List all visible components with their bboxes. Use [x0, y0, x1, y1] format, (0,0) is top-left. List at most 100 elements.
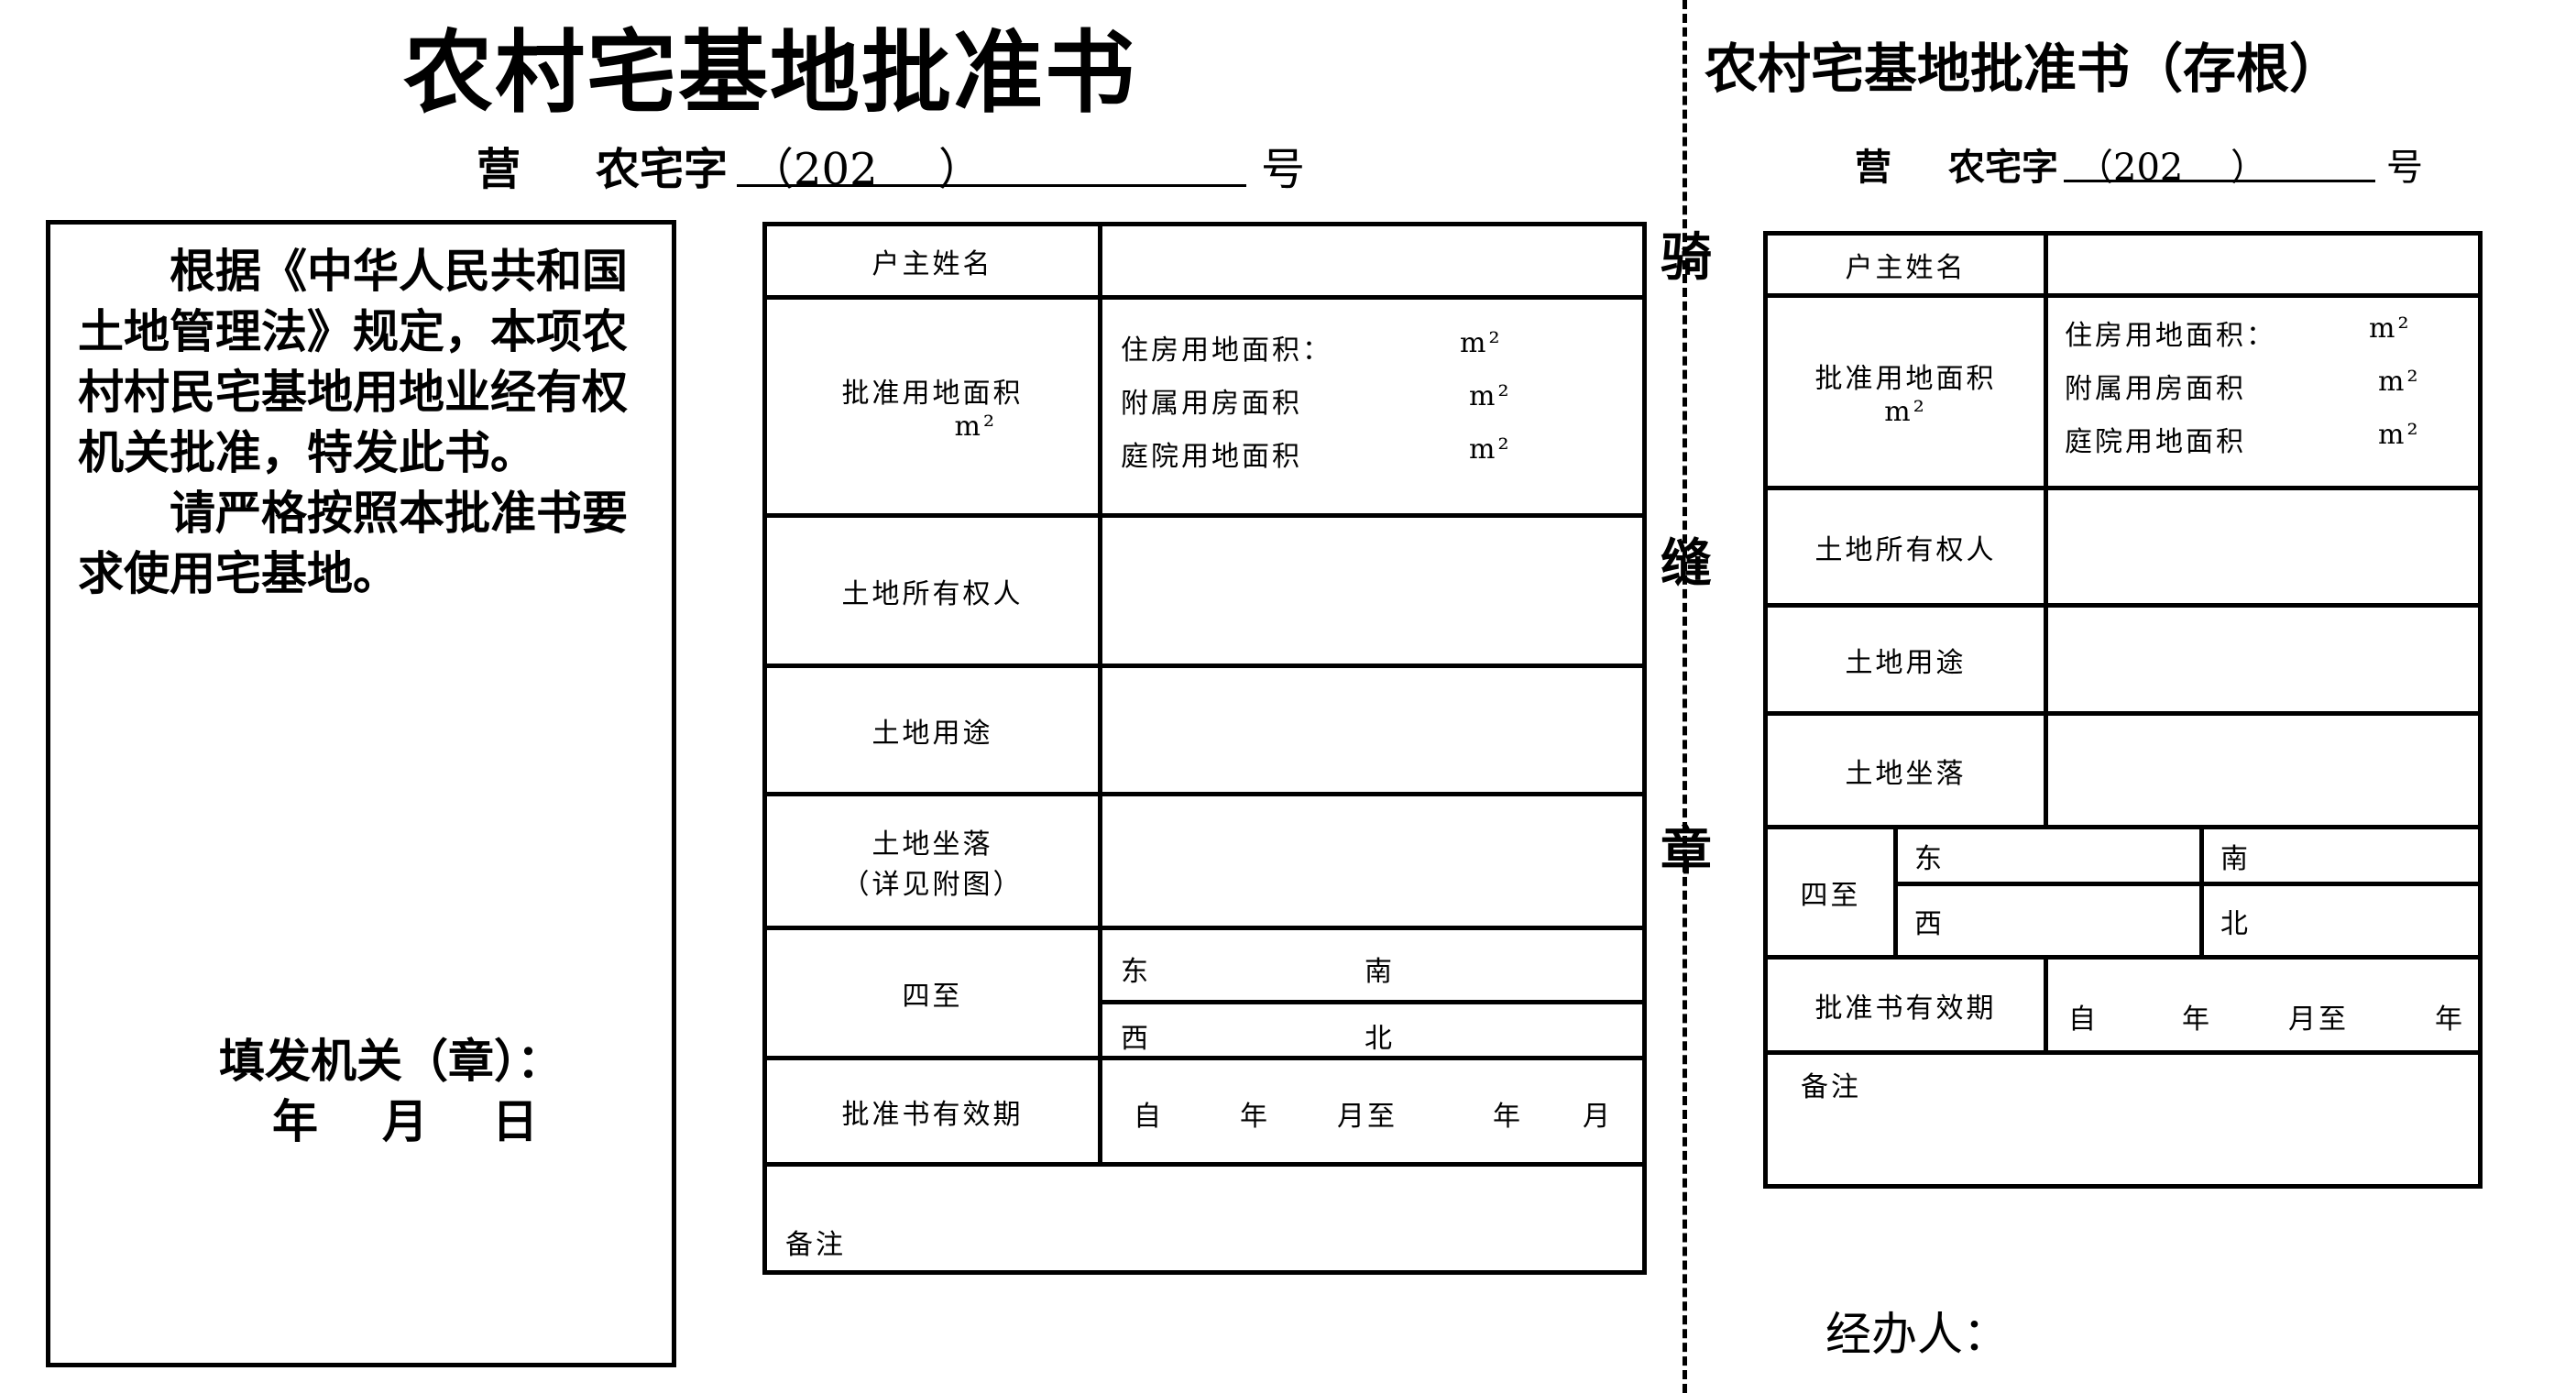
- validity-year-1: 年: [1240, 1100, 1270, 1133]
- stub-number-suffix: 号: [2386, 147, 2423, 189]
- auxiliary-area-unit: m²: [1469, 379, 1512, 412]
- land-use-field[interactable]: [1098, 664, 1647, 796]
- stub-west-label: 西: [1914, 907, 1945, 940]
- table-row: 批准用地面积 m² 住房用地面积： m² 附属用房面积 m² 庭院用地面积 m²: [1763, 293, 2483, 490]
- land-location-text: 土地坐落: [871, 828, 993, 861]
- validity-month-to: 月至: [1337, 1100, 1398, 1133]
- table-row: 四至 东 南 西 北: [762, 926, 1647, 1060]
- stub-south-label: 南: [2220, 842, 2251, 875]
- stub-east-field[interactable]: 东: [1893, 825, 2204, 886]
- stub-auxiliary-area-label: 附属用房面积: [2065, 372, 2246, 405]
- land-owner-label: 土地所有权人: [762, 513, 1102, 668]
- perforation-line: [1683, 0, 1687, 1393]
- land-owner-field[interactable]: [1098, 513, 1647, 668]
- stub-auxiliary-area-unit: m²: [2378, 365, 2421, 398]
- owner-name-field[interactable]: [1098, 222, 1647, 300]
- issue-year: 年: [272, 1094, 318, 1148]
- handler-label: 经办人：: [1825, 1308, 2009, 1361]
- boundaries-label: 四至: [762, 926, 1102, 1060]
- stub-land-owner-label: 土地所有权人: [1763, 486, 2048, 608]
- see-attached-text: （详见附图）: [841, 868, 1024, 901]
- stub-title: 农村宅基地批准书（存根）: [1705, 38, 2343, 100]
- main-number-year: （202: [750, 144, 878, 195]
- main-number-suffix: 号: [1261, 144, 1306, 195]
- validity-field[interactable]: 自 年 月至 年 月: [1098, 1056, 1647, 1167]
- stub-remarks-label: 备注: [1801, 1071, 1861, 1103]
- land-location-field[interactable]: [1098, 792, 1647, 930]
- stub-number-blank[interactable]: （202 ）: [2064, 137, 2375, 189]
- stub-validity-from: 自: [2068, 1003, 2099, 1036]
- stub-south-field[interactable]: 南: [2199, 825, 2483, 886]
- stub-approved-area-unit: m²: [1884, 396, 1927, 428]
- table-row: 土地用途: [1763, 603, 2483, 716]
- approved-area-text: 批准用地面积: [841, 378, 1024, 410]
- stub-west-field[interactable]: 西: [1893, 882, 2204, 960]
- west-label: 西: [1121, 1023, 1151, 1055]
- main-number-prefix: 营: [477, 144, 521, 195]
- yard-area-label: 庭院用地面积: [1121, 440, 1302, 473]
- main-title: 农村宅基地批准书: [403, 20, 1137, 126]
- stub-validity-year-1: 年: [2182, 1003, 2212, 1036]
- stub-validity-month-to: 月至: [2288, 1003, 2349, 1036]
- remarks-field[interactable]: 备注: [762, 1162, 1647, 1275]
- south-label: 南: [1365, 956, 1395, 988]
- stub-number-close: ）: [2231, 147, 2267, 189]
- table-row: 土地所有权人: [762, 513, 1647, 668]
- validity-year-2: 年: [1493, 1100, 1523, 1133]
- table-row: 批准书有效期 自 年 月至 年: [1763, 955, 2483, 1055]
- issuer-label: 填发机关（章）：: [219, 1034, 563, 1088]
- stub-approved-area-field[interactable]: 住房用地面积： m² 附属用房面积 m² 庭院用地面积 m²: [2044, 293, 2483, 490]
- table-row: 备注: [762, 1162, 1647, 1275]
- stub-validity-year-2: 年: [2435, 1003, 2465, 1036]
- boundaries-field[interactable]: 东 南 西 北: [1098, 926, 1647, 1060]
- stub-north-label: 北: [2220, 907, 2251, 940]
- remarks-label: 备注: [785, 1228, 846, 1261]
- table-row: 备注: [1763, 1050, 2483, 1189]
- stub-owner-name-field[interactable]: [2044, 231, 2483, 298]
- stub-housing-area-unit: m²: [2369, 312, 2412, 345]
- stub-land-owner-field[interactable]: [2044, 486, 2483, 608]
- issue-day: 日: [492, 1094, 538, 1148]
- north-label: 北: [1365, 1023, 1395, 1055]
- auxiliary-area-label: 附属用房面积: [1121, 387, 1302, 420]
- owner-name-label: 户主姓名: [762, 222, 1102, 300]
- stub-number-line: 营 农宅字 （202 ） 号: [1855, 137, 2423, 189]
- main-number-blank[interactable]: （202 ）: [737, 133, 1246, 195]
- stub-housing-area-label: 住房用地面积：: [2065, 319, 2276, 352]
- legal-paragraph-2: 请严格按照本批准书要求使用宅基地。: [78, 486, 628, 600]
- table-row: 土地所有权人: [1763, 486, 2483, 608]
- stub-yard-area-unit: m²: [2378, 418, 2421, 451]
- stub-boundaries-label: 四至: [1763, 825, 1898, 960]
- table-row: 户主姓名: [762, 222, 1647, 300]
- stub-number-type: 农宅字: [1948, 146, 2058, 189]
- land-location-label: 土地坐落 （详见附图）: [762, 792, 1102, 930]
- stub-validity-label: 批准书有效期: [1763, 955, 2048, 1055]
- main-number-type: 农宅字: [596, 144, 729, 195]
- stub-land-use-label: 土地用途: [1763, 603, 2048, 716]
- stub-number-year: （202: [2077, 147, 2184, 189]
- stub-east-label: 东: [1914, 842, 1945, 875]
- yard-area-unit: m²: [1469, 433, 1512, 466]
- approved-area-unit: m²: [954, 411, 997, 443]
- seal-char-1: 骑: [1661, 227, 1712, 288]
- validity-from: 自: [1134, 1100, 1164, 1133]
- seal-char-3: 章: [1661, 821, 1712, 882]
- stub-validity-field[interactable]: 自 年 月至 年: [2044, 955, 2483, 1055]
- table-row: 土地坐落 （详见附图）: [762, 792, 1647, 930]
- stub-remarks-field[interactable]: 备注: [1763, 1050, 2483, 1189]
- stub-approved-area-text: 批准用地面积: [1814, 363, 1997, 395]
- stub-land-use-field[interactable]: [2044, 603, 2483, 716]
- issue-month: 月: [382, 1094, 428, 1148]
- legal-paragraph-1: 根据《中华人民共和国土地管理法》规定，本项农村村民宅基地用地业经有权机关批准，特…: [78, 244, 628, 479]
- stub-land-location-field[interactable]: [2044, 711, 2483, 829]
- stub-yard-area-label: 庭院用地面积: [2065, 425, 2246, 458]
- stub-number-prefix: 营: [1855, 146, 1891, 189]
- legal-box: 根据《中华人民共和国土地管理法》规定，本项农村村民宅基地用地业经有权机关批准，特…: [46, 220, 676, 1367]
- table-row: 土地用途: [762, 664, 1647, 796]
- stub-approved-area-label: 批准用地面积 m²: [1763, 293, 2048, 490]
- stub-north-field[interactable]: 北: [2199, 882, 2483, 960]
